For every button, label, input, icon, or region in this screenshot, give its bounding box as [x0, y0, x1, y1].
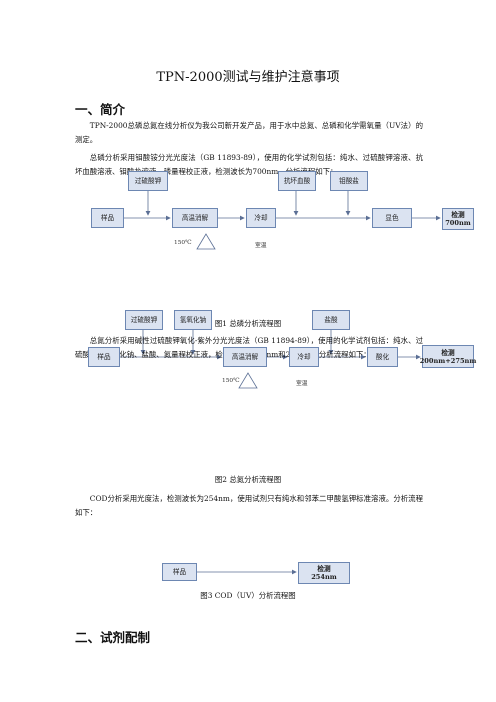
figure2-heat-triangle	[238, 372, 258, 389]
section-heading-reagents: 二、试剂配制	[75, 630, 151, 645]
paragraph-cod: COD分析采用光度法，检测波长为254nm，使用试剂只有纯水和邻苯二甲酸氢钾标准…	[75, 494, 423, 517]
figure2-room-label: 室温	[296, 381, 308, 387]
figure2-step-digestion: 高温消解	[223, 347, 267, 367]
figure1-reagent-persulfate: 过硫酸钾	[128, 171, 168, 191]
page-title: TPN-2000测试与维护注意事项	[156, 70, 340, 85]
figure1-temp-label: 150℃	[174, 240, 192, 246]
figure2-step-detect: 检测 200nm+275nm	[419, 345, 477, 368]
paragraph-phosphorus: 总磷分析采用钼酸铵分光光度法（GB 11893-89），使用的化学试剂包括：纯水…	[75, 153, 423, 176]
figure2-arrows	[120, 330, 421, 360]
figure1-detect-label: 检测	[451, 211, 465, 219]
figure1-step-sample: 样品	[91, 208, 124, 228]
figure2-reagent-naoh: 氢氧化钠	[174, 310, 212, 330]
figure3-step-detect: 检测 254nm	[298, 562, 350, 584]
figure2-detect-label: 检测	[441, 348, 455, 357]
figure2-step-sample: 样品	[88, 347, 120, 367]
figure2-temp-label: 150℃	[222, 378, 240, 384]
figure2-reagent-persulfate: 过硫酸钾	[125, 310, 163, 330]
figure2-step-acidify: 酸化	[367, 347, 398, 367]
figure2-reagent-hcl: 盐酸	[312, 310, 350, 330]
figure1-room-label: 室温	[255, 243, 267, 249]
figure3-caption: 图3 COD（UV）分析流程图	[200, 591, 296, 600]
figure1-step-color: 显色	[372, 208, 412, 228]
figure2-step-cooling: 冷却	[289, 347, 319, 367]
figure2-detect-wavelength: 200nm+275nm	[419, 356, 477, 365]
figure1-heat-triangle	[196, 233, 216, 250]
figure1-step-digestion: 高温消解	[172, 208, 218, 228]
figure1-step-detect: 检测 700nm	[442, 208, 474, 230]
figure1-reagent-ascorbic-acid: 抗坏血酸	[278, 171, 316, 191]
paragraph-nitrogen: 总氮分析采用碱性过硫酸钾氧化-紫外分光光度法（GB 11894-89），使用的化…	[75, 336, 423, 359]
figure3-step-sample: 样品	[162, 563, 197, 581]
figure1-detect-wavelength: 700nm	[445, 219, 471, 227]
figure1-reagent-molybdate: 钼酸盐	[330, 171, 368, 191]
figure1-step-cooling: 冷却	[246, 208, 276, 228]
figure3-detect-label: 检测	[317, 565, 331, 573]
figure1-caption: 图1 总磷分析流程图	[214, 319, 282, 328]
figure3-detect-wavelength: 254nm	[311, 573, 337, 581]
section-heading-intro: 一、简介	[75, 102, 126, 117]
paragraph-intro: TPN-2000总磷总氮在线分析仪为我公司新开发产品，用于水中总氮、总磷和化学需…	[75, 121, 423, 144]
figure1-arrows	[124, 191, 441, 221]
figure2-caption: 图2 总氮分析流程图	[214, 475, 282, 484]
